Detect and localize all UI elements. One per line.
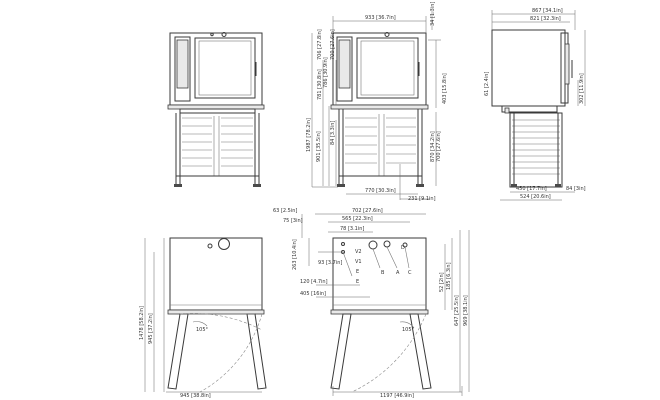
side-view xyxy=(491,10,586,201)
dim-75: 75 [3in] xyxy=(283,218,303,224)
conn-b: B xyxy=(381,270,385,276)
conn-a: A xyxy=(396,270,400,276)
dim-821: 821 [32.3in] xyxy=(530,16,561,22)
dim-63: 63 [2.5in] xyxy=(273,208,297,214)
dim-34: 34 [1.3in] xyxy=(430,2,436,26)
dim-1478: 1478 [58.2in] xyxy=(139,306,145,340)
dim-450: 450 [17.7in] xyxy=(516,186,547,192)
dim-945-h: 945 [38.8in] xyxy=(180,393,211,399)
plan-view-right: 105° xyxy=(301,213,470,396)
side-view-dim-labels: 867 [34.1in] 821 [32.3in] 302 [11.9in] 6… xyxy=(484,8,586,200)
conn-v1: V1 xyxy=(355,259,362,265)
front-view-unit xyxy=(167,32,265,187)
dim-84s: 84 [3in] xyxy=(566,186,586,192)
plan-left-dim-labels: 1478 [58.2in] 945 [37.2in] 945 [38.8in] xyxy=(139,306,211,399)
dim-231: 231 [9.1in] xyxy=(408,196,436,202)
conn-e2: E xyxy=(356,279,359,285)
dim-706: 706 [27.8in] xyxy=(317,29,323,60)
dim-1987: 1987 [78.2in] xyxy=(306,118,312,152)
dim-647: 647 [25.5in] xyxy=(454,295,460,326)
door-angle-right: 105° xyxy=(402,327,415,333)
dim-185: 185 [6.3in] xyxy=(446,262,452,290)
dim-901: 901 [35.5in] xyxy=(316,131,322,162)
dim-403: 403 [15.8in] xyxy=(442,73,448,104)
dim-524: 524 [20.6in] xyxy=(520,194,551,200)
front-view-dim-labels: 933 [36.7in] 34 [1.3in] 1987 [78.2in] 78… xyxy=(306,2,448,202)
dim-1197: 1197 [46.9in] xyxy=(380,393,414,399)
conn-c: C xyxy=(408,270,412,276)
dim-781: 781 [30.8in] xyxy=(317,69,323,100)
dim-700b: 700 [27.6in] xyxy=(436,131,442,162)
plan-view-left: 105° xyxy=(144,237,267,393)
dim-786: 786 [30.9in] xyxy=(323,57,329,88)
door-angle-left: 105° xyxy=(196,327,209,333)
dim-52: 52 [2in] xyxy=(439,272,445,292)
plan-right-dim-labels: 702 [27.6in] 565 [22.3in] 78 [3.1in] 63 … xyxy=(273,208,469,399)
dim-867: 867 [34.1in] xyxy=(532,8,563,14)
dim-969: 969 [38.1in] xyxy=(463,295,469,326)
front-view-dimensioned xyxy=(311,10,441,200)
dim-770: 770 [30.3in] xyxy=(365,188,396,194)
dim-565: 565 [22.3in] xyxy=(342,216,373,222)
conn-v2: V2 xyxy=(355,249,362,255)
dim-302: 302 [11.9in] xyxy=(579,73,585,104)
dim-263: 263 [10.4in] xyxy=(292,239,298,270)
dim-700: 700 [27.6in] xyxy=(330,29,336,60)
dim-945-v: 945 [37.2in] xyxy=(148,313,154,344)
dim-84: 84 [3.3in] xyxy=(330,121,336,145)
dim-78: 78 [3.1in] xyxy=(340,226,364,232)
dim-61: 61 [2.4in] xyxy=(484,72,490,96)
dim-405: 405 [16in] xyxy=(300,291,326,297)
dim-120: 120 [4.7in] xyxy=(300,279,328,285)
conn-d: D xyxy=(401,245,405,251)
dim-93: 93 [3.7in] xyxy=(318,260,342,266)
dim-933: 933 [36.7in] xyxy=(365,15,396,21)
dim-702: 702 [27.6in] xyxy=(352,208,383,214)
dim-870: 870 [34.2in] xyxy=(430,131,436,162)
conn-e1: E xyxy=(356,269,359,275)
